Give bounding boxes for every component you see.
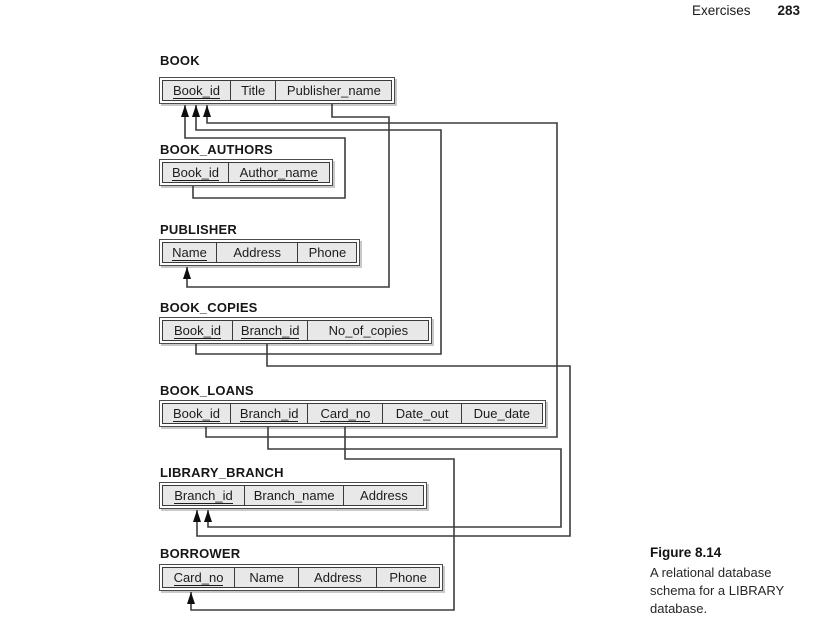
primary-key-attribute: Book_id xyxy=(174,322,221,339)
arrowhead-icon xyxy=(181,105,189,117)
attribute: Name xyxy=(249,570,285,585)
column-book_loans-book_id: Book_id xyxy=(162,403,231,424)
fk-book_loans-book_id-to-book-book_id xyxy=(205,105,558,438)
attribute: Publisher_name xyxy=(286,83,381,98)
arrowhead-icon xyxy=(187,592,195,604)
attribute: Phone xyxy=(308,245,347,260)
fk-book-publisher_name-to-publisher-name xyxy=(186,104,390,288)
column-book_loans-branch_id: Branch_id xyxy=(229,403,309,424)
primary-key-attribute: Branch_id xyxy=(239,405,299,422)
arrowhead-icon xyxy=(192,105,200,117)
primary-key-attribute: Name xyxy=(172,244,207,261)
column-book_authors-book_id: Book_id xyxy=(162,162,229,183)
arrowhead-icon xyxy=(193,510,201,522)
page-number: 283 xyxy=(777,3,800,18)
attribute: Address xyxy=(233,245,282,260)
figure-caption: Figure 8.14 A relational database schema… xyxy=(650,544,820,618)
attribute: Title xyxy=(241,83,266,98)
table-book_copies: Book_id Branch_id No_of_copies xyxy=(159,317,433,344)
column-book-publisher_name: Publisher_name xyxy=(275,80,393,101)
table-name-borrower: BORROWER xyxy=(160,546,241,561)
fk-book_loans-branch_id-to-library_branch-branch_id xyxy=(207,427,562,528)
arrowhead-icon xyxy=(203,105,211,117)
primary-key-attribute: Card_no xyxy=(173,569,224,586)
column-book_loans-due_date: Due_date xyxy=(460,403,543,424)
fk-book_copies-branch_id-to-library_branch-branch_id xyxy=(196,344,571,537)
column-publisher-phone: Phone xyxy=(297,242,358,263)
table-name-book: BOOK xyxy=(160,53,200,68)
primary-key-attribute: Branch_id xyxy=(174,487,233,504)
column-book-book_id: Book_id xyxy=(162,80,231,101)
column-library_branch-branch_name: Branch_name xyxy=(243,485,345,506)
attribute: No_of_copies xyxy=(328,323,409,338)
column-borrower-card_no: Card_no xyxy=(162,567,235,588)
fk-book_copies-book_id-to-book-book_id xyxy=(195,105,442,355)
column-book_copies-no_of_copies: No_of_copies xyxy=(307,320,430,341)
figure-caption-line: schema for a LIBRARY xyxy=(650,583,785,598)
primary-key-attribute: Book_id xyxy=(172,164,219,181)
attribute: Address xyxy=(360,488,408,503)
table-book_loans: Book_id Branch_id Card_no Date_out Due_date xyxy=(159,400,546,427)
attribute: Due_date xyxy=(473,406,530,421)
table-name-book_loans: BOOK_LOANS xyxy=(160,383,254,398)
column-borrower-address: Address xyxy=(298,567,378,588)
attribute: Branch_name xyxy=(253,488,335,503)
primary-key-attribute: Author_name xyxy=(239,164,318,181)
column-publisher-name: Name xyxy=(162,242,217,263)
fk-book_loans-card_no-to-borrower-card_no xyxy=(190,427,455,611)
column-library_branch-address: Address xyxy=(343,485,425,506)
column-book_authors-author_name: Author_name xyxy=(227,162,330,183)
table-publisher: Name Address Phone xyxy=(159,239,361,266)
attribute: Phone xyxy=(389,570,427,585)
fk-book_authors-book_id-to-book-book_id xyxy=(184,105,346,199)
page-header: Exercises 283 xyxy=(692,3,800,18)
primary-key-attribute: Book_id xyxy=(173,405,220,422)
table-name-book_copies: BOOK_COPIES xyxy=(160,300,258,315)
primary-key-attribute: Branch_id xyxy=(240,322,300,339)
primary-key-attribute: Book_id xyxy=(173,82,220,99)
column-book_loans-date_out: Date_out xyxy=(382,403,463,424)
attribute: Date_out xyxy=(395,406,449,421)
column-book_copies-branch_id: Branch_id xyxy=(231,320,309,341)
attribute: Address xyxy=(314,570,362,585)
table-book_authors: Book_id Author_name xyxy=(159,159,333,186)
column-publisher-address: Address xyxy=(215,242,299,263)
arrowhead-icon xyxy=(183,267,191,279)
table-name-book_authors: BOOK_AUTHORS xyxy=(160,142,273,157)
table-library_branch: Branch_id Branch_name Address xyxy=(159,482,428,509)
column-book_loans-card_no: Card_no xyxy=(307,403,384,424)
column-borrower-name: Name xyxy=(233,567,300,588)
table-name-publisher: PUBLISHER xyxy=(160,222,237,237)
figure-caption-title: Figure 8.14 xyxy=(650,545,722,560)
table-borrower: Card_no Name Address Phone xyxy=(159,564,444,591)
column-borrower-phone: Phone xyxy=(376,567,441,588)
arrowhead-icon xyxy=(204,510,212,522)
figure-caption-line: database. xyxy=(650,601,708,616)
running-head-section: Exercises xyxy=(691,3,751,18)
table-book: Book_id Title Publisher_name xyxy=(159,77,396,104)
primary-key-attribute: Card_no xyxy=(320,405,371,422)
figure-caption-line: A relational database xyxy=(650,565,772,580)
table-name-library_branch: LIBRARY_BRANCH xyxy=(160,465,284,480)
